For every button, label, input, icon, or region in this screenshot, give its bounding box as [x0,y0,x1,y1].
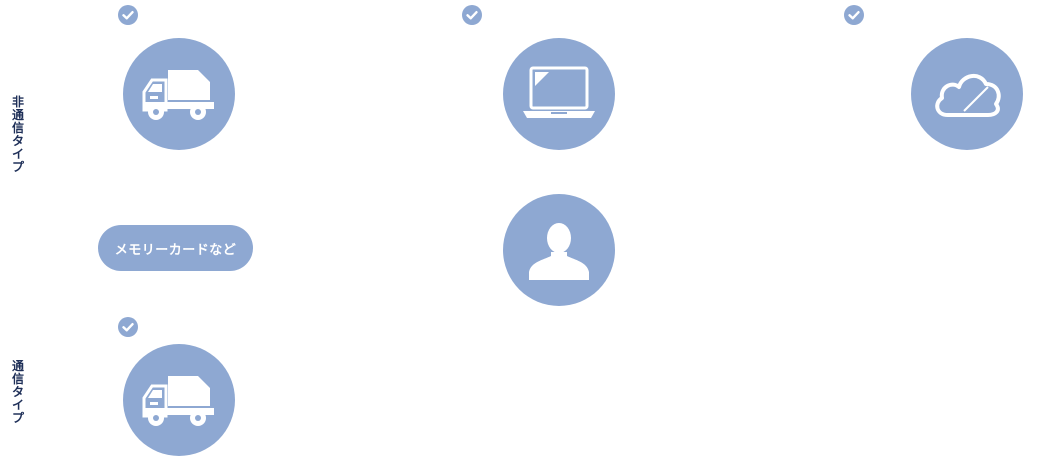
person-node [503,194,615,306]
check-icon [118,317,138,337]
laptop-icon [523,66,595,118]
check-icon [462,5,482,25]
non-communication-type-label: 非通信タイプ [11,95,24,174]
cloud-icon [935,74,1001,117]
communication-type-label: 通信タイプ [11,359,24,425]
truck-icon [142,70,214,120]
check-icon [118,5,138,25]
cloud-node [911,38,1023,150]
laptop-node [503,38,615,150]
memory-card-pill: メモリーカードなど [98,225,253,271]
truck-node [123,38,235,150]
truck-node [123,344,235,456]
check-icon [844,5,864,25]
person-icon [529,223,589,280]
truck-icon [142,376,214,426]
